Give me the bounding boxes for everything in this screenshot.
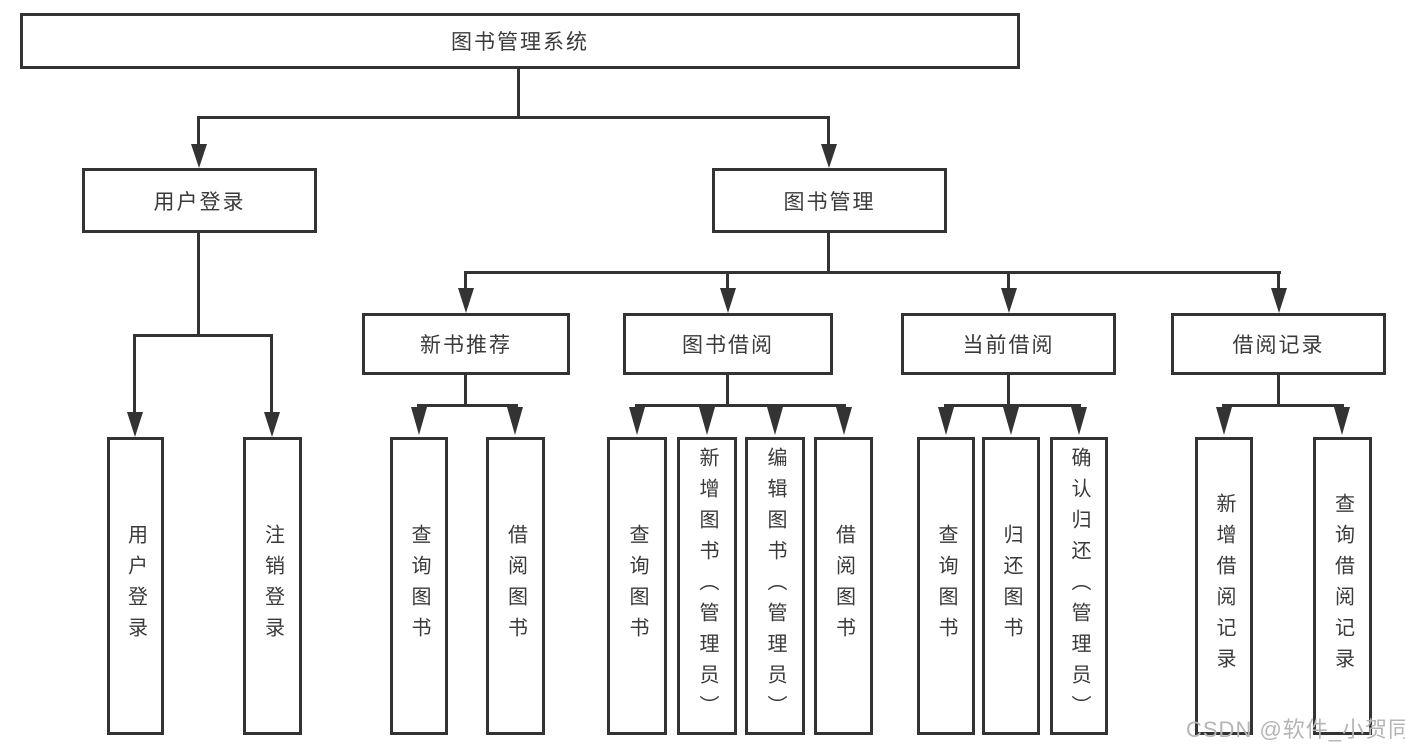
node-book-mgmt: 图书管理 (712, 168, 947, 233)
connector-root-stem (517, 67, 520, 118)
leaf-user-login: 用户登录 (107, 437, 164, 735)
connector-leaf-bar (417, 404, 518, 407)
node-user-login: 用户登录 (82, 168, 317, 233)
connector-user-login-bar (133, 334, 273, 337)
leaf-record-query: 查询借阅记录 (1313, 437, 1372, 735)
leaf-borrow-add-book-admin: 新增图书（管理员） (677, 437, 737, 735)
leaf-current-query-book: 查询图书 (917, 437, 975, 735)
arrowhead-down (1271, 288, 1287, 313)
connector-drop (1007, 271, 1010, 292)
connector-drop (133, 334, 136, 415)
connector-drop (1277, 271, 1280, 292)
arrowhead-down (1001, 288, 1017, 313)
leaf-current-confirm-return-admin: 确认归还（管理员） (1050, 437, 1108, 735)
connector-drop (827, 116, 830, 149)
arrowhead-down (1216, 407, 1232, 435)
arrowhead-down (699, 407, 715, 435)
connector-stem (464, 374, 467, 405)
arrowhead-down (629, 407, 645, 435)
connector-leaf-bar (944, 404, 1081, 407)
connector-stem (726, 374, 729, 405)
connector-user-login-stem (197, 232, 200, 337)
leaf-record-add: 新增借阅记录 (1195, 437, 1253, 735)
node-new-book-rec: 新书推荐 (362, 313, 570, 375)
connector-leaf-bar (635, 404, 846, 407)
arrowhead-down (821, 144, 837, 168)
arrowhead-down (507, 407, 523, 435)
arrowhead-down (720, 288, 736, 313)
arrowhead-down (836, 407, 852, 435)
node-book-borrow: 图书借阅 (623, 313, 833, 375)
node-borrow-record: 借阅记录 (1171, 313, 1386, 375)
leaf-newrec-borrow-book: 借阅图书 (486, 437, 545, 735)
connector-drop (726, 271, 729, 292)
connector-level3-bar (464, 271, 1281, 274)
arrowhead-down (1334, 407, 1350, 435)
arrowhead-down (767, 407, 783, 435)
csdn-watermark: CSDN @软件_小贺同学 (1186, 717, 1405, 742)
leaf-borrow-query-book: 查询图书 (607, 437, 667, 735)
connector-book-mgmt-stem (827, 232, 830, 273)
connector-stem (1007, 374, 1010, 405)
connector-level2-bar (197, 116, 830, 119)
arrowhead-down (1071, 407, 1087, 435)
leaf-current-return-book: 归还图书 (982, 437, 1040, 735)
arrowhead-down (191, 144, 207, 168)
leaf-borrow-edit-book-admin: 编辑图书（管理员） (745, 437, 805, 735)
connector-drop (197, 116, 200, 149)
connector-stem (1277, 374, 1280, 405)
leaf-logout: 注销登录 (243, 437, 302, 735)
connector-drop (464, 271, 467, 292)
arrowhead-down (264, 412, 280, 437)
leaf-newrec-query-book: 查询图书 (390, 437, 448, 735)
arrowhead-down (127, 412, 143, 437)
node-current-borrow: 当前借阅 (901, 313, 1116, 375)
arrowhead-down (458, 288, 474, 313)
connector-drop (270, 334, 273, 415)
node-root: 图书管理系统 (20, 13, 1020, 69)
connector-leaf-bar (1222, 404, 1344, 407)
arrowhead-down (938, 407, 954, 435)
arrowhead-down (411, 407, 427, 435)
leaf-borrow-borrow-book: 借阅图书 (814, 437, 873, 735)
arrowhead-down (1003, 407, 1019, 435)
